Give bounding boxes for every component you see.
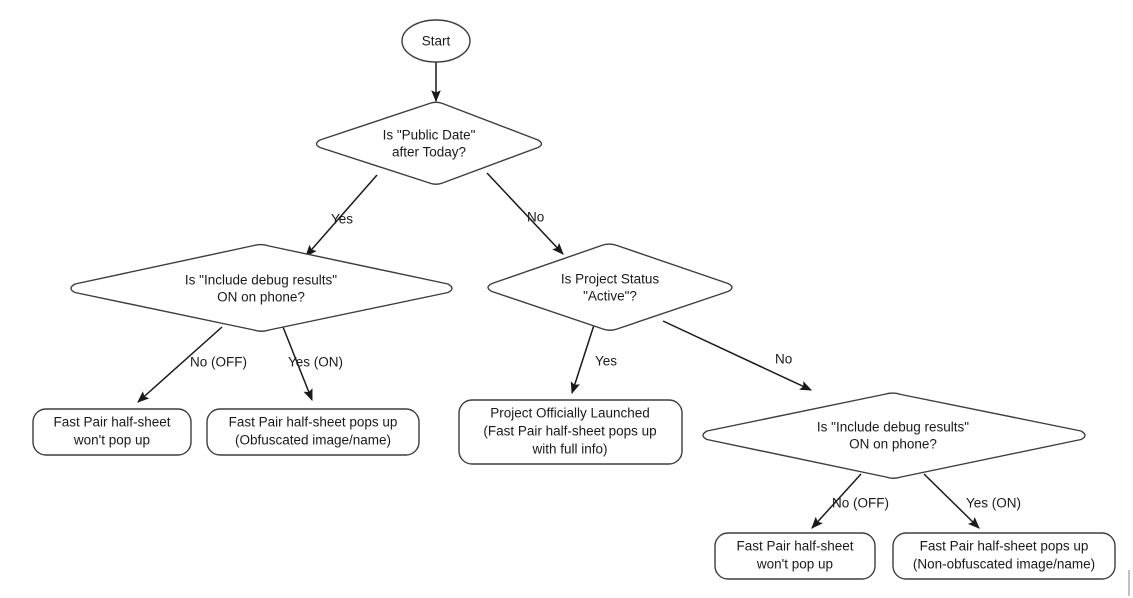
edge-qdebugleft-yes xyxy=(282,326,313,402)
out-launched-line3: with full info) xyxy=(531,442,607,457)
out-right-yes-box-shape xyxy=(892,532,1116,580)
out-right-no-line1: Fast Pair half-sheet xyxy=(736,539,853,554)
node-out-right-yes[interactable]: Fast Pair half-sheet pops up (Non-obfusc… xyxy=(892,532,1116,580)
q-debug-right-line2: ON on phone? xyxy=(849,437,937,452)
edge-q1-yes xyxy=(305,174,378,257)
out-launched-line1: Project Officially Launched xyxy=(490,406,650,421)
out-left-no-line2: won't pop up xyxy=(73,433,150,448)
q-public-date-line1: Is "Public Date" xyxy=(383,128,476,143)
edge-label-q1-yes: Yes xyxy=(331,212,353,227)
edge-label-qstatus-yes: Yes xyxy=(595,354,617,369)
q-debug-right-diamond-shape xyxy=(702,392,1086,479)
edge-qdebugright-yes xyxy=(923,473,980,529)
start-label: Start xyxy=(422,34,451,49)
edge-qdebugleft-no xyxy=(137,326,223,403)
edge-label-q1-no: No xyxy=(527,210,544,225)
q-public-date-line2: after Today? xyxy=(392,145,466,160)
q-debug-right-line1: Is "Include debug results" xyxy=(817,420,969,435)
node-q-debug-right[interactable]: Is "Include debug results" ON on phone? xyxy=(702,392,1086,479)
q-debug-left-line2: ON on phone? xyxy=(217,290,305,305)
q-project-status-line2: "Active"? xyxy=(583,289,637,304)
edge-label-qdebugleft-yes: Yes (ON) xyxy=(288,355,343,370)
node-out-left-yes[interactable]: Fast Pair half-sheet pops up (Obfuscated… xyxy=(206,408,420,456)
out-right-no-box-shape xyxy=(714,532,876,580)
start-ellipse-shape xyxy=(401,19,471,63)
out-right-no-line2: won't pop up xyxy=(756,557,833,572)
node-q-project-status[interactable]: Is Project Status "Active"? xyxy=(487,243,733,331)
out-left-no-line1: Fast Pair half-sheet xyxy=(53,415,170,430)
edge-q1-no xyxy=(486,172,564,255)
q-public-date-diamond-shape xyxy=(315,101,543,185)
out-left-no-box-shape xyxy=(32,408,192,456)
out-left-yes-line1: Fast Pair half-sheet pops up xyxy=(229,415,398,430)
node-q-debug-left[interactable]: Is "Include debug results" ON on phone? xyxy=(70,243,453,332)
edge-label-qdebugleft-no: No (OFF) xyxy=(190,355,247,370)
edge-label-qdebugright-no: No (OFF) xyxy=(832,496,889,511)
out-right-yes-line2: (Non-obfuscated image/name) xyxy=(913,557,1095,572)
node-start[interactable]: Start xyxy=(401,19,471,63)
edge-layer xyxy=(137,61,980,529)
node-q-public-date[interactable]: Is "Public Date" after Today? xyxy=(315,101,543,185)
q-debug-left-diamond-shape xyxy=(70,243,453,332)
out-left-yes-box-shape xyxy=(206,408,420,456)
node-out-left-no[interactable]: Fast Pair half-sheet won't pop up xyxy=(32,408,192,456)
node-out-launched[interactable]: Project Officially Launched (Fast Pair h… xyxy=(458,399,683,465)
q-debug-left-line1: Is "Include debug results" xyxy=(185,273,337,288)
edge-label-qdebugright-yes: Yes (ON) xyxy=(966,496,1021,511)
edge-label-layer: Yes No No (OFF) Yes (ON) Yes No No (OFF)… xyxy=(190,210,1021,511)
out-left-yes-line2: (Obfuscated image/name) xyxy=(235,433,391,448)
edge-qstatus-yes xyxy=(570,324,595,395)
edge-qdebugright-no xyxy=(811,473,862,529)
out-right-yes-line1: Fast Pair half-sheet pops up xyxy=(920,539,1089,554)
q-project-status-line1: Is Project Status xyxy=(561,272,660,287)
node-out-right-no[interactable]: Fast Pair half-sheet won't pop up xyxy=(714,532,876,580)
edge-qstatus-no xyxy=(662,320,813,391)
out-launched-line2: (Fast Pair half-sheet pops up xyxy=(483,424,656,439)
edge-label-qstatus-no: No xyxy=(775,352,792,367)
out-launched-box-shape xyxy=(458,399,683,465)
q-project-status-diamond-shape xyxy=(487,243,733,331)
